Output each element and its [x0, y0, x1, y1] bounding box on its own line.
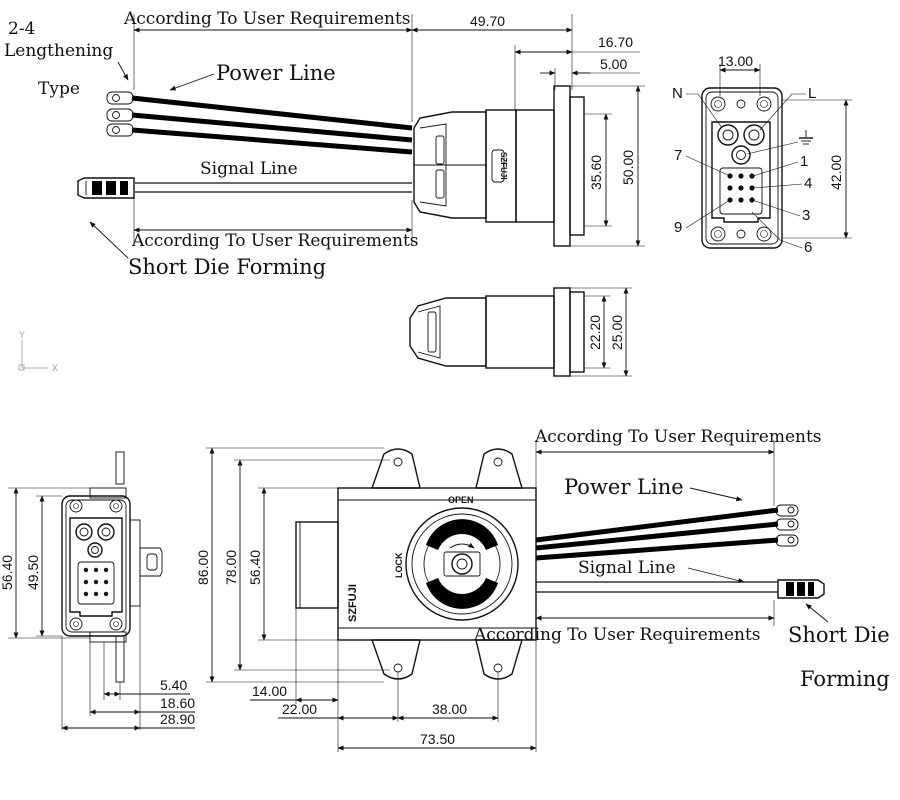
dim-5-40: 5.40 — [160, 677, 187, 693]
dim-5-00: 5.00 — [600, 56, 627, 72]
ucs-axis-icon: Y X — [18, 330, 58, 373]
pin-label-3: 3 — [802, 207, 810, 224]
ring-terminal — [775, 534, 799, 547]
dim-56-40-left: 56.40 — [0, 555, 15, 590]
variant-leader — [117, 61, 129, 81]
brand-mark-front: SZFUJI — [347, 584, 359, 622]
signal-pin-grid — [727, 173, 755, 203]
dim-78-00: 78.00 — [223, 550, 239, 585]
dim-42-00: 42.00 — [828, 155, 844, 190]
ring-terminal — [775, 504, 799, 517]
short-die-label: Short Die — [788, 623, 890, 647]
front-view-lock: SZFUJI OPEN LOCK — [195, 427, 890, 752]
variant-code: 2-4 — [8, 19, 35, 39]
ring-terminal — [106, 91, 134, 105]
pin-label-9: 9 — [674, 219, 682, 236]
dim-25-00: 25.00 — [609, 315, 625, 350]
dim-49-70: 49.70 — [470, 13, 505, 29]
user-req-front-top: According To User Requirements — [534, 427, 822, 447]
pin-label-1: 1 — [800, 153, 808, 170]
dim-13-00: 13.00 — [718, 53, 753, 69]
socket-face-view: 56.40 49.50 5.40 18.60 28.90 — [0, 451, 195, 731]
pin-label-7: 7 — [674, 147, 682, 164]
dim-22-20: 22.20 — [587, 315, 603, 350]
signal-line-label: Signal Line — [200, 159, 298, 179]
axis-y-label: Y — [19, 330, 25, 340]
dim-18-60: 18.60 — [160, 695, 195, 711]
pin-label-n: N — [672, 85, 683, 102]
ring-terminal — [775, 518, 799, 531]
power-wires — [106, 91, 413, 155]
forming-label: Forming — [800, 667, 890, 691]
signal-line-label-front: Signal Line — [578, 558, 676, 578]
open-label: OPEN — [448, 495, 474, 505]
short-die-forming-label: Short Die Forming — [128, 255, 326, 279]
user-req-top: According To User Requirements — [123, 9, 411, 29]
ring-terminal — [106, 108, 134, 122]
pin-label-6: 6 — [804, 239, 812, 256]
pin-face-view: 13.00 N L — [672, 53, 852, 256]
dim-16-70: 16.70 — [598, 34, 633, 50]
ground-icon — [746, 130, 813, 155]
dim-86-00: 86.00 — [195, 550, 211, 585]
variant-line2: Type — [38, 79, 80, 99]
power-wires-front — [535, 504, 799, 561]
user-req-front-bottom: According To User Requirements — [473, 625, 761, 645]
dim-73-50: 73.50 — [420, 731, 455, 747]
socket-pin-grid — [83, 567, 109, 597]
dim-56-40-front: 56.40 — [247, 550, 263, 585]
side-view-cabled: 2-4 Lengthening Type According To User R… — [4, 9, 645, 279]
pin-label-4: 4 — [804, 175, 812, 192]
signal-plug-front — [777, 579, 825, 599]
ring-terminal — [106, 123, 134, 137]
signal-plug — [77, 177, 135, 199]
plug-body-side: SZFUJI — [413, 85, 585, 247]
pin-label-l: L — [808, 85, 816, 102]
lock-label: LOCK — [394, 552, 404, 578]
dim-28-90: 28.90 — [160, 711, 195, 727]
dim-22-00: 22.00 — [282, 701, 317, 717]
brand-mark-side: SZFUJI — [499, 152, 508, 180]
power-line-label-front: Power Line — [564, 475, 684, 499]
dim-38-00: 38.00 — [432, 701, 467, 717]
dim-50-00: 50.00 — [620, 150, 636, 185]
dim-49-50: 49.50 — [25, 555, 41, 590]
variant-line1: Lengthening — [4, 41, 113, 61]
user-req-bottom: According To User Requirements — [131, 231, 419, 251]
dim-35-60: 35.60 — [588, 155, 604, 190]
dim-14-00: 14.00 — [252, 683, 287, 699]
axis-x-label: X — [52, 363, 58, 373]
side-view-compact: 22.20 25.00 — [409, 287, 632, 377]
power-line-label: Power Line — [216, 61, 336, 85]
